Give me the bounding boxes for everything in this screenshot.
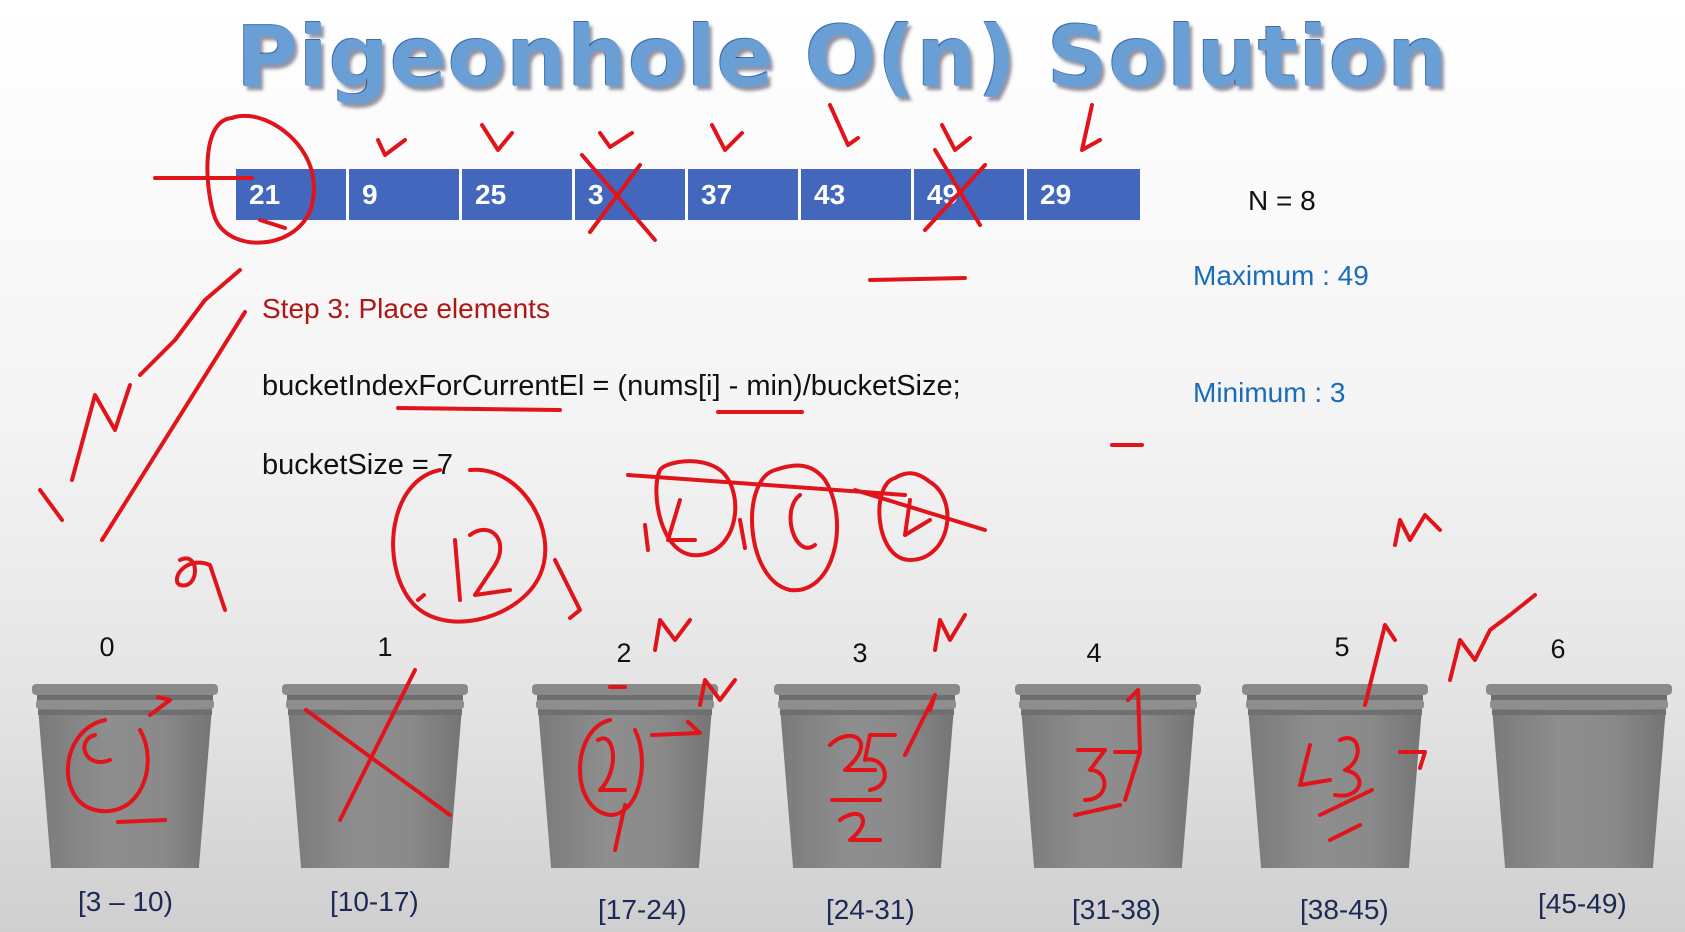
bucket-range: [31-38) (1072, 894, 1161, 925)
bucket-index: 6 (1550, 634, 1566, 664)
bucket-range: [38-45) (1300, 894, 1389, 925)
bucket (282, 684, 468, 868)
bucket (1486, 684, 1672, 868)
array-cell: 9 (349, 169, 462, 220)
array-cell: 43 (801, 169, 914, 220)
bucket (1015, 684, 1201, 868)
bucket-index: 2 (616, 638, 632, 668)
bucket-index: 4 (1086, 638, 1102, 668)
step-heading: Step 3: Place elements (262, 293, 550, 324)
bucket-index: 5 (1334, 632, 1350, 662)
array-cell: 29 (1027, 169, 1140, 220)
bucket-index: 3 (852, 638, 868, 668)
maximum-label: Maximum : 49 (1193, 260, 1369, 291)
bucket (32, 684, 218, 868)
bucket-range: [24-31) (826, 894, 915, 925)
array-cell: 21 (236, 169, 349, 220)
minimum-label: Minimum : 3 (1193, 377, 1346, 408)
bucket-range: [10-17) (330, 886, 419, 917)
bucket-index: 1 (377, 632, 393, 662)
array-length-label: N = 8 (1248, 185, 1316, 216)
bucket-index-formula: bucketIndexForCurrentEl = (nums[i] - min… (262, 370, 961, 402)
bucket-range: [45-49) (1538, 888, 1627, 919)
array-cell: 25 (462, 169, 575, 220)
array-cell: 37 (688, 169, 801, 220)
bucket-index: 0 (99, 632, 115, 662)
bucket (532, 684, 718, 868)
slide-title: Pigeonhole O(n) Solution (236, 8, 1449, 106)
bucket-range: [17-24) (598, 894, 687, 925)
bucket-range: [3 – 10) (78, 886, 173, 917)
